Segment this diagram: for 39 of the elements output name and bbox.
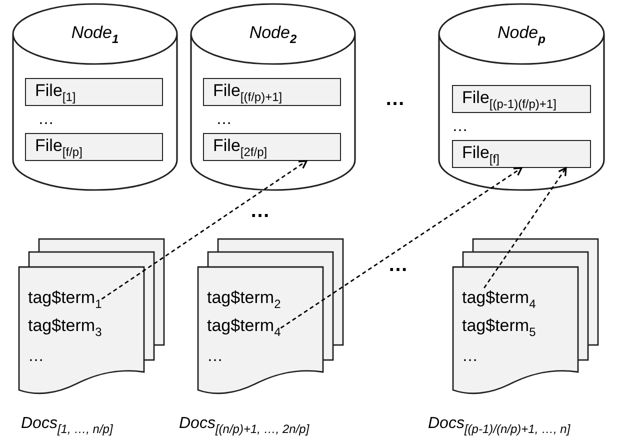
ellipsis: …: [462, 348, 478, 366]
ellipsis: …: [28, 348, 44, 366]
dashed-arrow: [280, 167, 522, 329]
storage-cylinder: [12, 3, 178, 191]
dashed-arrow: [484, 167, 567, 288]
file-label: File$_{[f/p]}$: [35, 136, 82, 156]
ellipsis: …: [452, 118, 468, 136]
file-box: [25, 78, 163, 106]
file-label: File$_{[(p-1)(f/p)+1]}$: [462, 88, 556, 108]
ellipsis: …: [207, 348, 223, 366]
node-heading: Node$_{1}$: [70, 23, 120, 43]
term-text: tag$term$_{3}$: [28, 316, 102, 336]
ellipsis: …: [216, 111, 232, 129]
ellipsis: …: [388, 254, 408, 277]
node-heading: Node$_{2}$: [248, 23, 298, 43]
dashed-arrow: [101, 160, 308, 300]
file-box: [203, 133, 341, 161]
term-text: tag$term$_{1}$: [28, 288, 102, 308]
ellipsis: …: [385, 88, 405, 111]
node-heading: Node$_{p}$: [496, 23, 546, 43]
storage-cylinder: [190, 3, 356, 191]
file-label: File$_{[(f/p)+1]}$: [213, 81, 282, 101]
document-caption: Docs$_{[(n/p)+1, …, 2n/p]}$: [179, 415, 310, 433]
ellipsis: …: [38, 111, 54, 129]
document-caption: Docs$_{[1, …, n/p]}$: [21, 415, 113, 433]
file-box: [203, 78, 341, 106]
file-box: [452, 140, 591, 168]
ellipsis: …: [250, 200, 270, 223]
file-box: [25, 133, 163, 161]
storage-cylinder: [438, 3, 605, 191]
file-label: File$_{[1]}$: [35, 81, 76, 101]
term-text: tag$term$_{4}$: [462, 288, 536, 308]
term-text: tag$term$_{2}$: [207, 288, 281, 308]
file-box: [452, 85, 591, 113]
file-label: File$_{[f]}$: [462, 143, 500, 163]
term-text: tag$term$_{5}$: [462, 316, 536, 336]
term-text: tag$term$_{4}$: [207, 316, 281, 336]
file-label: File$_{[2f/p]}$: [213, 136, 268, 156]
document-caption: Docs$_{[(p-1)/(n/p)+1, …, n]}$: [428, 415, 570, 433]
